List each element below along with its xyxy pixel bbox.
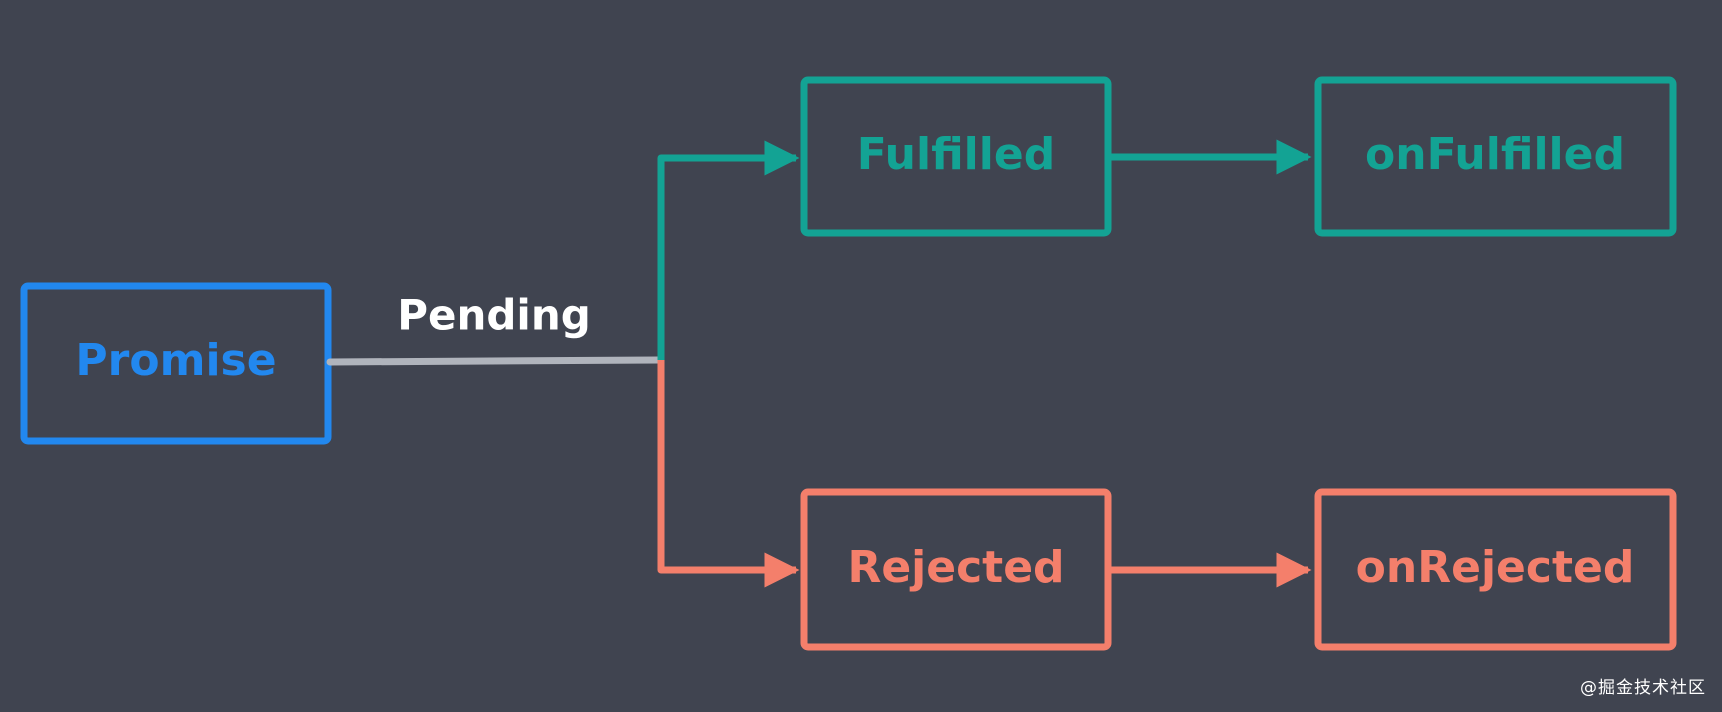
promise-label: Promise [75, 335, 276, 386]
rejected-box [800, 488, 1112, 651]
fulfilled-node: Fulfilled [800, 76, 1112, 237]
pending-line [326, 356, 664, 366]
watermark-text: @掘金技术社区 [1580, 678, 1706, 698]
fulfilled-box [800, 76, 1112, 237]
rejected-branch-arrow [657, 360, 800, 588]
promise-node: Promise [20, 282, 332, 445]
onfulfilled-box [1314, 76, 1677, 237]
rejected-node: Rejected [800, 488, 1112, 651]
fulfilled-label: Fulfilled [857, 129, 1055, 180]
pending-label: Pending [397, 291, 591, 340]
onrejected-label: onRejected [1356, 542, 1635, 593]
rejected-label: Rejected [847, 542, 1064, 593]
onrejected-box [1314, 488, 1677, 651]
onfulfilled-label: onFulfilled [1365, 129, 1625, 180]
fulfilled-branch-arrow [657, 140, 800, 360]
onrejected-node: onRejected [1314, 488, 1677, 651]
onfulfilled-node: onFulfilled [1314, 76, 1677, 237]
